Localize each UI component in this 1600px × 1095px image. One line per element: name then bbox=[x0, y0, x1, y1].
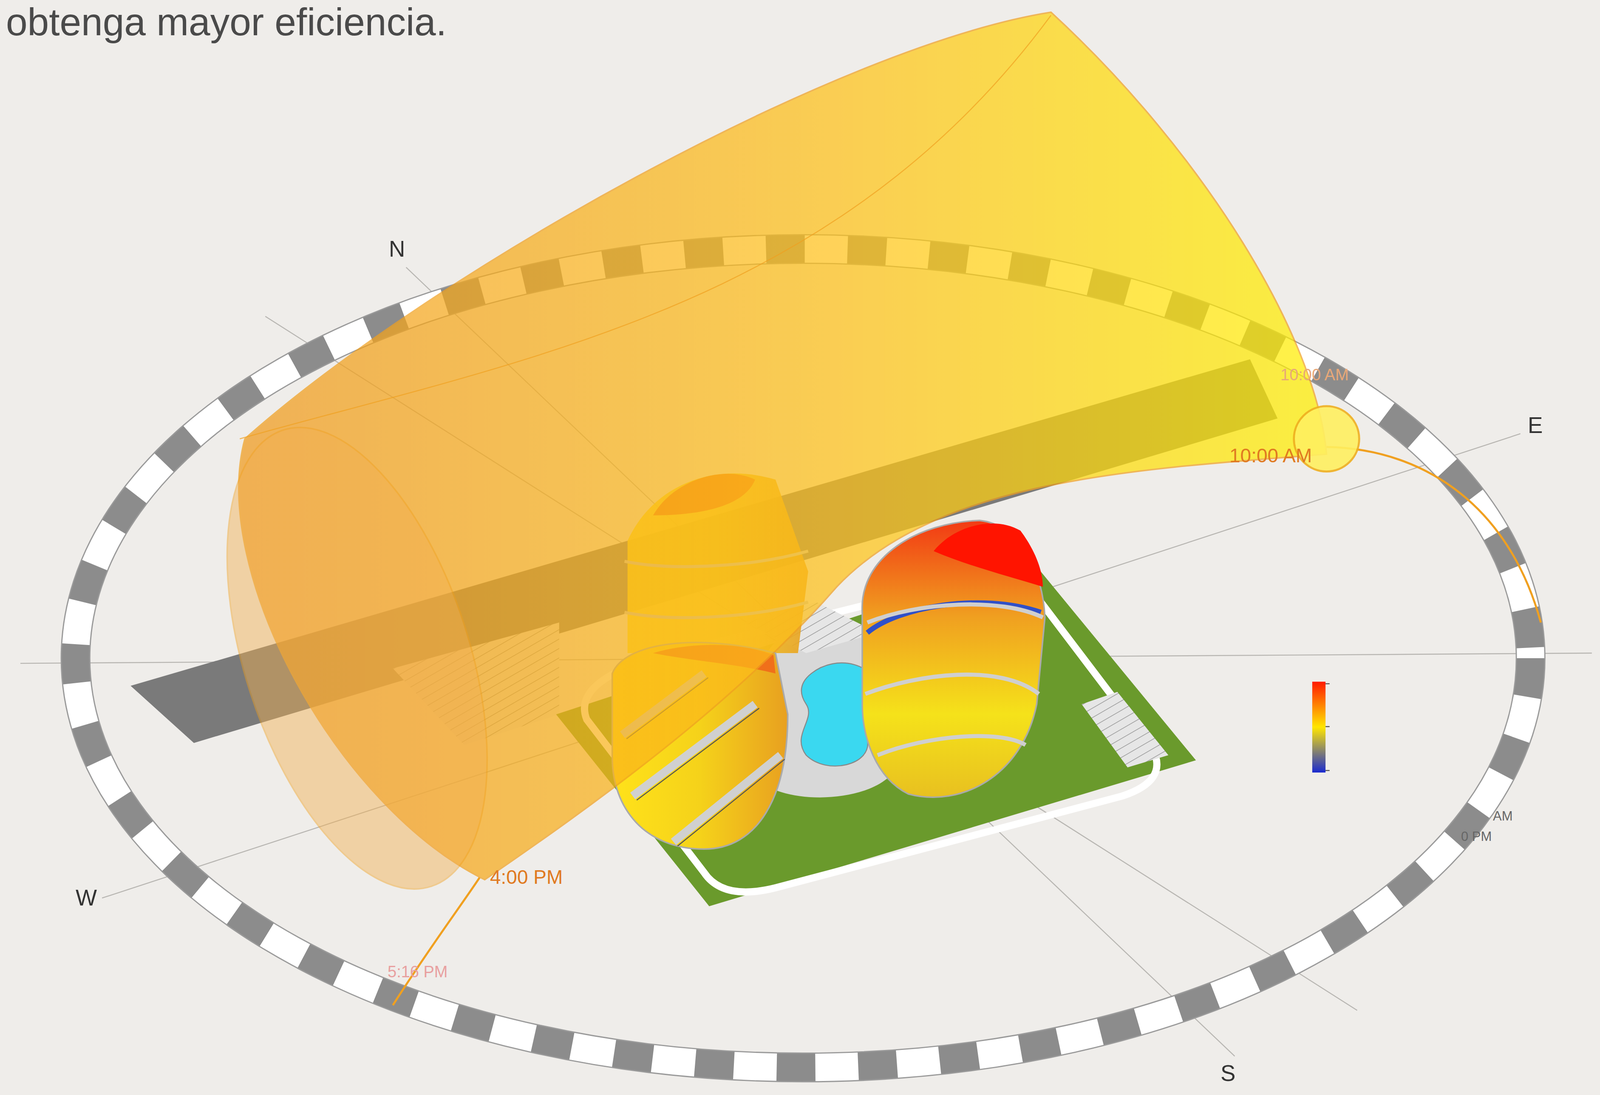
compass-label: W bbox=[75, 885, 97, 911]
time-label: 5:16 PM bbox=[387, 963, 448, 982]
time-label: 10:00 AM bbox=[1229, 444, 1312, 467]
compass-label: N bbox=[388, 236, 405, 262]
caption-fragment: obtenga mayor eficiencia. bbox=[5, 0, 447, 44]
partial-time-label: AM bbox=[1492, 809, 1513, 824]
time-label: 10:00 AM bbox=[1280, 366, 1349, 385]
time-label: 4:00 PM bbox=[489, 866, 563, 889]
compass-label: S bbox=[1220, 1061, 1236, 1086]
compass-label: E bbox=[1527, 413, 1543, 438]
partial-time-label: 0 PM bbox=[1461, 829, 1492, 844]
